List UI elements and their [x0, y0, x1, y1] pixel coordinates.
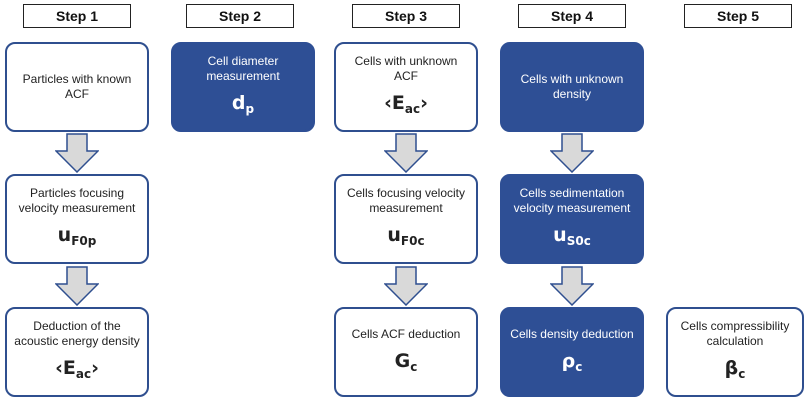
- down-arrow-icon: [384, 133, 428, 173]
- acoustic-energy-deduction-box: Deduction of the acoustic energy density…: [5, 307, 149, 397]
- box-text: Cells compressibility calculation: [680, 319, 790, 348]
- down-arrow-icon: [550, 266, 594, 306]
- box-text: Cells ACF deduction: [351, 326, 461, 341]
- box-symbol: ‹Eac›: [55, 357, 99, 381]
- particles-focusing-velocity-box: Particles focusing velocity measurement …: [5, 174, 149, 264]
- box-text: Cells with unknown ACF: [354, 54, 458, 83]
- cell-diameter-box: Cell diameter measurement dp: [171, 42, 315, 132]
- step-4-header: Step 4: [518, 4, 626, 28]
- cells-sedimentation-velocity-box: Cells sedimentation velocity measurement…: [500, 174, 644, 264]
- box-symbol: uS0c: [553, 224, 591, 248]
- step-2-header: Step 2: [186, 4, 294, 28]
- box-symbol: ‹Eac›: [384, 92, 428, 116]
- cells-focusing-velocity-box: Cells focusing velocity measurement uF0c: [334, 174, 478, 264]
- box-text: Particles with known ACF: [22, 72, 132, 101]
- box-text: Cell diameter measurement: [206, 54, 280, 83]
- particles-known-acf-box: Particles with known ACF: [5, 42, 149, 132]
- down-arrow-icon: [550, 133, 594, 173]
- box-symbol: uF0c: [387, 224, 425, 248]
- box-text: Particles focusing velocity measurement: [18, 186, 136, 215]
- box-text: Cells density deduction: [510, 326, 634, 341]
- step-5-header: Step 5: [684, 4, 792, 28]
- cells-unknown-acf-box: Cells with unknown ACF ‹Eac›: [334, 42, 478, 132]
- box-text: Cells with unknown density: [520, 72, 624, 101]
- box-symbol: uF0p: [57, 224, 97, 248]
- cells-unknown-density-box: Cells with unknown density: [500, 42, 644, 132]
- box-symbol: βc: [724, 357, 746, 381]
- down-arrow-icon: [55, 133, 99, 173]
- step-1-header: Step 1: [23, 4, 131, 28]
- cells-acf-deduction-box: Cells ACF deduction Gc: [334, 307, 478, 397]
- box-text: Cells focusing velocity measurement: [346, 186, 466, 215]
- box-text: Deduction of the acoustic energy density: [14, 319, 140, 348]
- box-text: Cells sedimentation velocity measurement: [513, 186, 631, 215]
- box-symbol: dp: [231, 92, 255, 116]
- cells-density-deduction-box: Cells density deduction ρc: [500, 307, 644, 397]
- box-symbol: Gc: [394, 349, 418, 374]
- down-arrow-icon: [384, 266, 428, 306]
- box-symbol: ρc: [561, 349, 583, 374]
- cells-compressibility-box: Cells compressibility calculation βc: [666, 307, 804, 397]
- step-3-header: Step 3: [352, 4, 460, 28]
- down-arrow-icon: [55, 266, 99, 306]
